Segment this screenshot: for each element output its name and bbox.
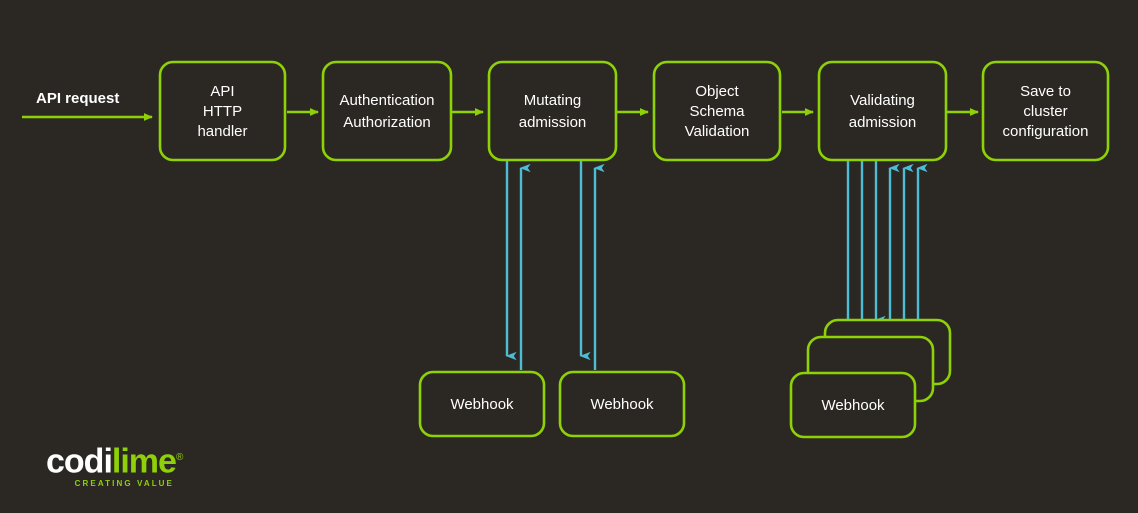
node-webhook-validating-1[interactable]: Webhook [789,371,917,439]
node-save-to-cluster-configuration[interactable]: Save to cluster configuration [981,60,1110,162]
node-box [981,60,1110,162]
node-webhook-mutating-1[interactable]: Webhook [418,370,546,438]
logo-tagline: CREATING VALUE [74,479,174,489]
node-api-http-handler[interactable]: API HTTP handler [158,60,287,162]
node-line: Webhook [821,397,885,414]
node-line: API [210,83,234,100]
node-line: Save to [1020,83,1071,100]
node-validating-admission[interactable]: Validating admission [817,60,948,162]
node-mutating-admission[interactable]: Mutating admission [487,60,618,162]
node-authentication-authorization[interactable]: Authentication Authorization [321,60,453,162]
node-line: Validating [850,92,915,109]
node-line: Validation [685,123,750,140]
node-box [558,370,686,438]
node-line: admission [519,114,587,131]
registered-mark-icon: ® [175,452,183,463]
node-line: handler [197,123,247,140]
node-box [487,60,618,162]
node-line: cluster [1023,103,1067,120]
node-line: Object [695,83,739,100]
api-request-label: API request [36,90,119,107]
node-box [321,60,453,162]
node-box [817,60,948,162]
logo-text-codi: codi [46,442,113,481]
logo-wordmark: codilime® [46,441,186,478]
node-line: Authentication [339,92,434,109]
node-line: Authorization [343,114,431,131]
node-webhook-mutating-2[interactable]: Webhook [558,370,686,438]
node-line: HTTP [203,103,242,120]
node-box [652,60,782,162]
node-line: configuration [1003,123,1089,140]
node-box [158,60,287,162]
node-box [418,370,546,438]
logo-text-lime: lime [111,442,177,481]
node-object-schema-validation[interactable]: Object Schema Validation [652,60,782,162]
codilime-logo: codilime® CREATING VALUE [46,441,186,493]
node-line: Webhook [590,396,654,413]
node-line: admission [849,114,917,131]
node-line: Mutating [524,92,582,109]
node-box [789,371,917,439]
node-line: Schema [689,103,745,120]
node-line: Webhook [450,396,514,413]
